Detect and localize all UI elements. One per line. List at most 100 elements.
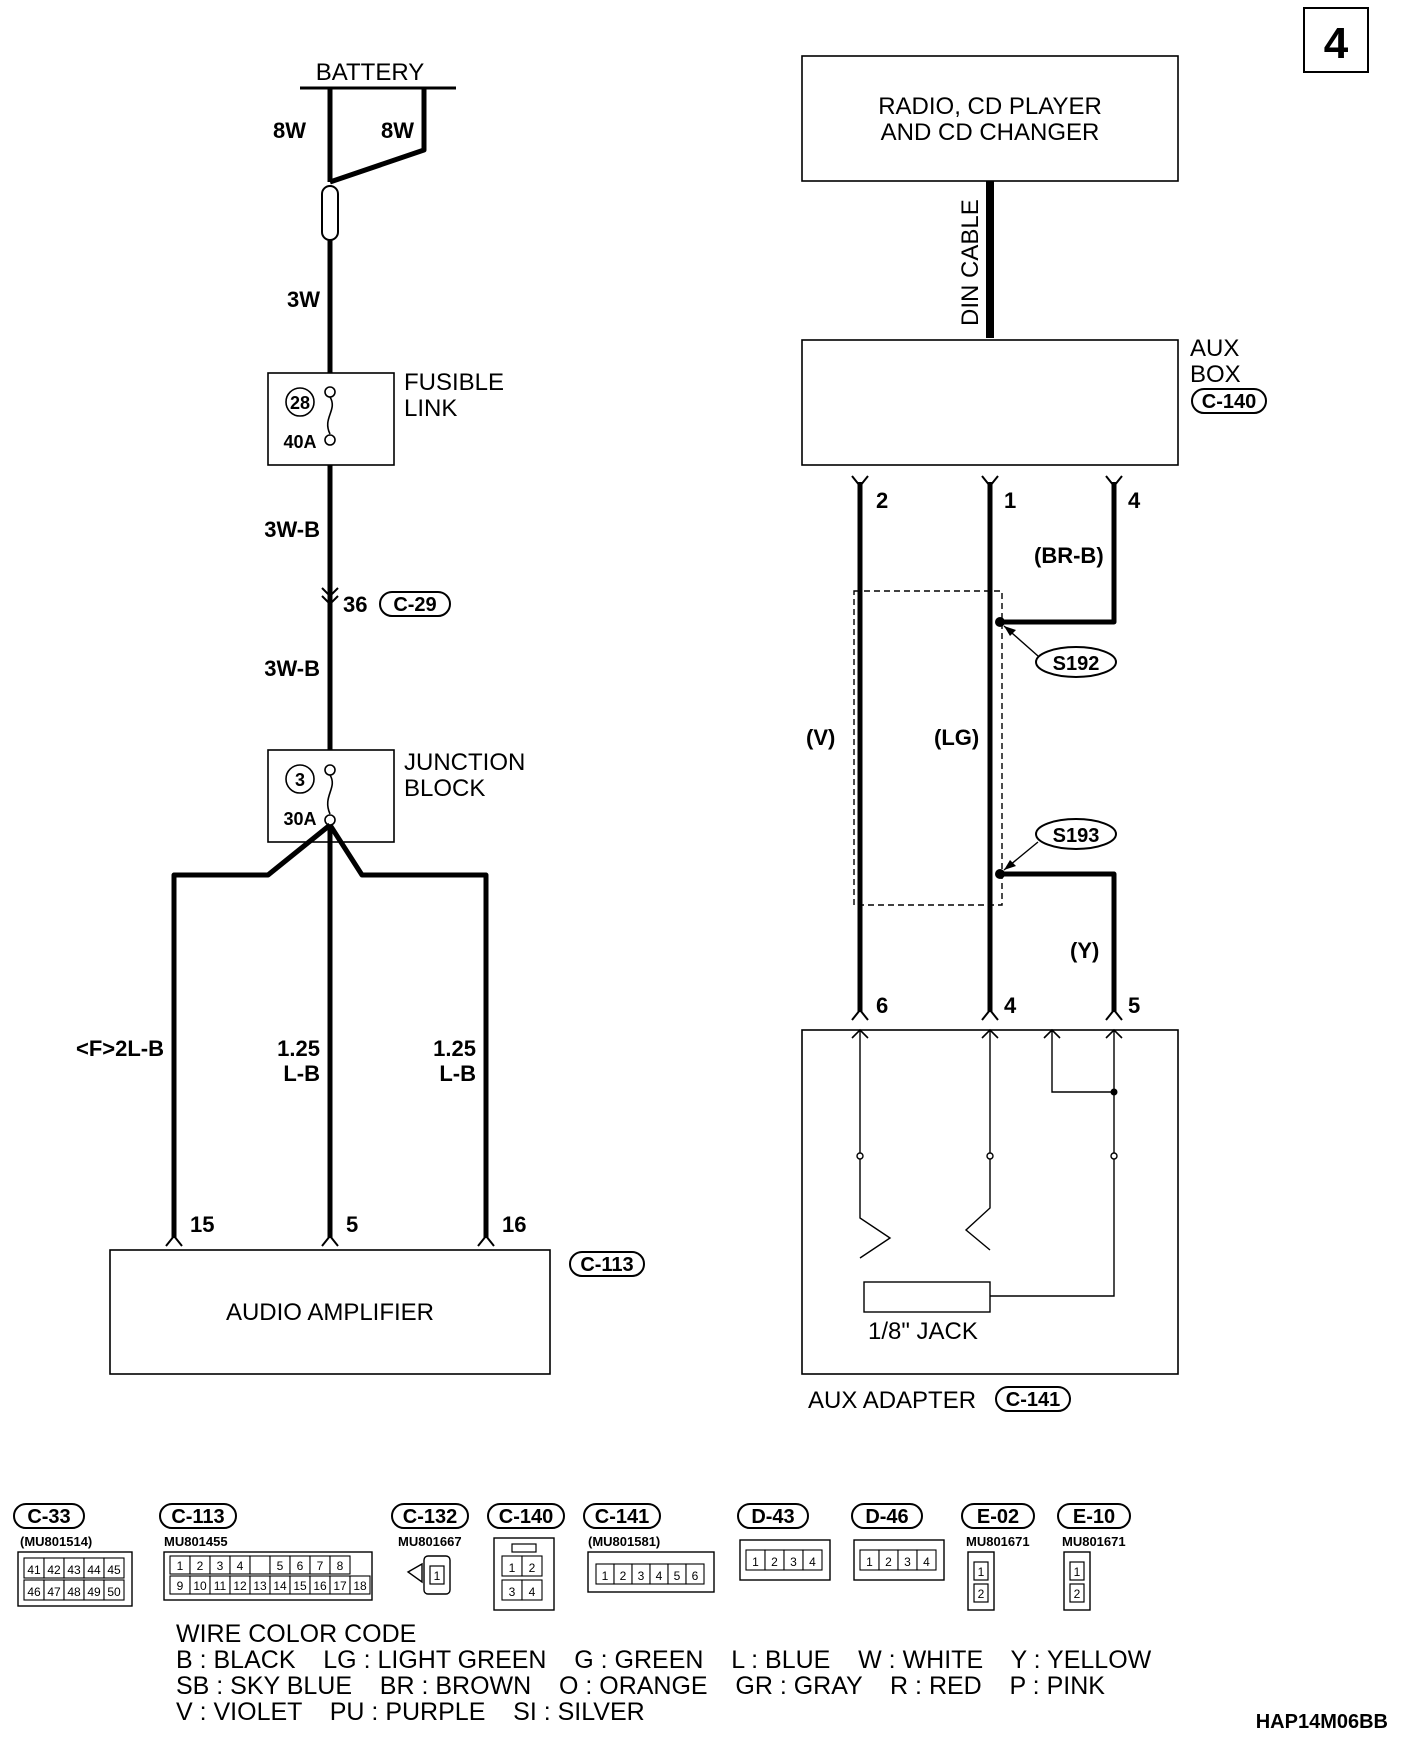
c113-pin-label: 10 bbox=[193, 1579, 207, 1593]
d46-pin-label: 3 bbox=[904, 1555, 911, 1569]
c113-cell bbox=[349, 1575, 371, 1595]
svg-text:D-43: D-43 bbox=[751, 1506, 794, 1528]
amp-wire-label-5-size: 1.25 bbox=[277, 1036, 320, 1061]
svg-text:S192: S192 bbox=[1053, 653, 1100, 675]
wire-amp-15 bbox=[171, 823, 332, 1238]
c113-pin-label: 4 bbox=[237, 1559, 244, 1573]
svg-text:C-141: C-141 bbox=[595, 1506, 649, 1528]
wire-label-lg: (LG) bbox=[934, 725, 979, 750]
c113-pin-label: 12 bbox=[233, 1579, 247, 1593]
c33-cell bbox=[103, 1579, 125, 1601]
c33-pin-label: 44 bbox=[87, 1563, 101, 1577]
svg-text:C-141: C-141 bbox=[1006, 1389, 1060, 1411]
audio-amplifier-box bbox=[109, 1249, 551, 1375]
c33-pin-label: 49 bbox=[87, 1585, 101, 1599]
figure-code: HAP14M06BB bbox=[1256, 1711, 1388, 1733]
radio-label-1: RADIO, CD PLAYER bbox=[878, 93, 1102, 120]
svg-text:C-132: C-132 bbox=[403, 1506, 457, 1528]
aux-box-label-1: AUX bbox=[1190, 335, 1239, 362]
d43-cell bbox=[802, 1549, 823, 1571]
svg-text:D-46: D-46 bbox=[865, 1506, 908, 1528]
junction-block-label-2: BLOCK bbox=[404, 775, 485, 802]
svg-text:E-02: E-02 bbox=[977, 1506, 1019, 1528]
svg-text:2: 2 bbox=[978, 1587, 985, 1601]
svg-text:4: 4 bbox=[1324, 19, 1349, 68]
amp-pin-15: 15 bbox=[190, 1212, 214, 1237]
page-number: 4 bbox=[1303, 7, 1369, 73]
aux-box bbox=[801, 339, 1179, 466]
d46-pin-label: 4 bbox=[923, 1555, 930, 1569]
svg-text:1: 1 bbox=[434, 1569, 441, 1583]
c113-pin-label: 16 bbox=[313, 1579, 327, 1593]
svg-text:MU801671: MU801671 bbox=[1062, 1534, 1126, 1549]
svg-text:C-29: C-29 bbox=[393, 594, 436, 616]
c140-cell bbox=[521, 1555, 543, 1577]
svg-text:MU801455: MU801455 bbox=[164, 1534, 228, 1549]
d46-cell bbox=[916, 1549, 937, 1571]
fusible-link-label-2: LINK bbox=[404, 395, 457, 422]
amp-wire-label-16-size: 1.25 bbox=[433, 1036, 476, 1061]
wire-label-3w: 3W bbox=[287, 287, 320, 312]
amp-pin-16: 16 bbox=[502, 1212, 526, 1237]
c33-pin-label: 41 bbox=[27, 1563, 41, 1577]
c140-pin-label: 1 bbox=[509, 1561, 516, 1575]
c33-pin-label: 47 bbox=[47, 1585, 61, 1599]
c33-pin-label: 42 bbox=[47, 1563, 61, 1577]
svg-text:1: 1 bbox=[1074, 1565, 1081, 1579]
audio-amplifier-label: AUDIO AMPLIFIER bbox=[226, 1299, 434, 1326]
c141-pin-label: 4 bbox=[656, 1569, 663, 1583]
wire-8w-right bbox=[329, 88, 427, 185]
d43-pin-label: 2 bbox=[771, 1555, 778, 1569]
aux-adapter-pin-5: 5 bbox=[1128, 993, 1140, 1018]
c33-pin-label: 46 bbox=[27, 1585, 41, 1599]
amp-pin-5: 5 bbox=[346, 1212, 358, 1237]
wire-label-v: (V) bbox=[806, 725, 835, 750]
c141-pin-label: 6 bbox=[692, 1569, 699, 1583]
svg-text:3: 3 bbox=[295, 770, 305, 790]
legend-e10: E-10 MU801671 1 2 bbox=[1057, 1503, 1131, 1611]
aux-adapter-pin-6: 6 bbox=[876, 993, 888, 1018]
wire-color-code-title: WIRE COLOR CODE bbox=[176, 1620, 416, 1648]
c113-pin-label: 14 bbox=[273, 1579, 287, 1593]
c141-cell bbox=[685, 1563, 705, 1585]
c29-connector-icon bbox=[321, 587, 339, 606]
aux-box-label-2: BOX bbox=[1190, 361, 1241, 388]
c113-pin-label: 13 bbox=[253, 1579, 267, 1593]
fusible-link-label-1: FUSIBLE bbox=[404, 369, 504, 396]
svg-text:S193: S193 bbox=[1053, 825, 1100, 847]
d43-pin-label: 3 bbox=[790, 1555, 797, 1569]
wire-label-8w-right: 8W bbox=[381, 118, 414, 143]
legend-e02: E-02 MU801671 1 2 bbox=[961, 1503, 1035, 1611]
c113-pin-label: 6 bbox=[297, 1559, 304, 1573]
c113-pin-label: 1 bbox=[177, 1559, 184, 1573]
c140-pin-label: 4 bbox=[529, 1585, 536, 1599]
c140-cell bbox=[521, 1579, 543, 1601]
aux-box-pin-1: 1 bbox=[1004, 488, 1016, 513]
aux-adapter-pin-4: 4 bbox=[1004, 993, 1017, 1018]
fusible-link-box: 28 40A bbox=[267, 372, 395, 466]
d46-pin-label: 1 bbox=[866, 1555, 873, 1569]
c113-pin-label: 17 bbox=[333, 1579, 347, 1593]
shield-outline bbox=[853, 590, 1003, 906]
junction-block-label-1: JUNCTION bbox=[404, 749, 525, 776]
c29-pin: 36 bbox=[343, 592, 367, 617]
aux-box-connector-tag: C-140 bbox=[1191, 388, 1267, 414]
aux-adapter-connector-tag: C-141 bbox=[995, 1386, 1071, 1412]
svg-text:MU801671: MU801671 bbox=[966, 1534, 1030, 1549]
wire-label-y: (Y) bbox=[1070, 938, 1099, 963]
c29-connector-tag: C-29 bbox=[379, 591, 451, 617]
c113-pin-label: 8 bbox=[337, 1559, 344, 1573]
wire-br-b bbox=[1000, 482, 1117, 625]
c33-pin-label: 43 bbox=[67, 1563, 81, 1577]
svg-text:C-113: C-113 bbox=[171, 1506, 224, 1528]
c33-pin-label: 48 bbox=[67, 1585, 81, 1599]
legend-c132: C-132 MU801667 1 bbox=[391, 1503, 469, 1595]
splice-s192-tag: S192 bbox=[1003, 625, 1117, 678]
c141-pin-label: 5 bbox=[674, 1569, 681, 1583]
amp-wire-label-5-color: L-B bbox=[283, 1061, 320, 1086]
